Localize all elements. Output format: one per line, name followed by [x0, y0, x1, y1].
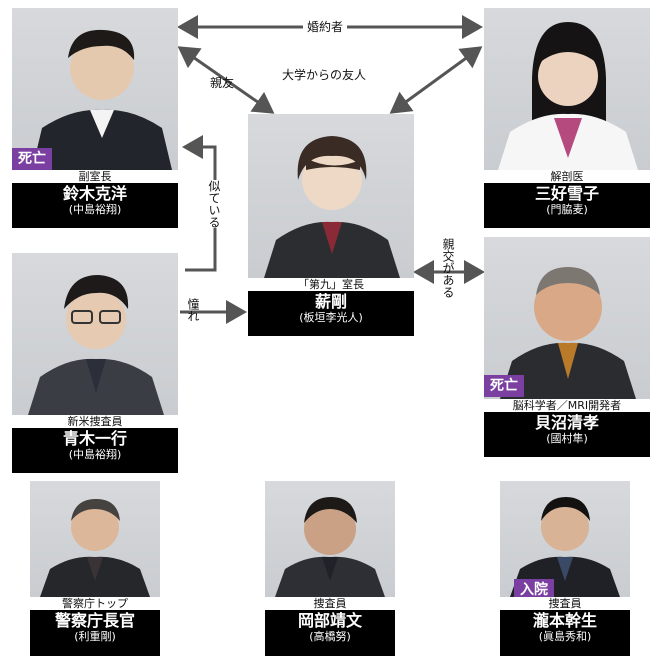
character-name: 三好雪子	[534, 184, 599, 203]
name-caption: 警察庁長官 (利重剛)	[30, 610, 160, 656]
status-badge: 入院	[514, 579, 554, 601]
role-label: 副室長	[12, 170, 178, 183]
person-card-takimoto: 入院 捜査員 瀧本幹生 (眞島秀和)	[500, 481, 630, 656]
portrait-photo	[484, 237, 650, 399]
name-caption: 鈴木克洋 (中島裕翔)	[12, 183, 178, 228]
label-best-friend: 親友	[210, 76, 235, 90]
actor-name: (高橋努)	[309, 630, 351, 643]
actor-name: (利重剛)	[74, 630, 116, 643]
name-caption: 青木一行 (中島裕翔)	[12, 428, 178, 473]
portrait-photo	[484, 8, 650, 170]
actor-name: (中島裕翔)	[68, 448, 122, 461]
person-card-miyoshi: 解剖医 三好雪子 (門脇麦)	[484, 8, 650, 228]
role-label: 警察庁トップ	[30, 597, 160, 610]
name-caption: 岡部靖文 (高橋努)	[265, 610, 395, 656]
name-caption: 三好雪子 (門脇麦)	[484, 183, 650, 228]
person-card-maki: 「第九」室長 薪剛 (板垣李光人)	[248, 114, 414, 336]
character-name: 鈴木克洋	[62, 184, 127, 203]
name-caption: 瀧本幹生 (眞島秀和)	[500, 610, 630, 656]
label-acquainted: 親交がある	[441, 238, 455, 298]
role-label: 捜査員	[500, 597, 630, 610]
character-name: 薪剛	[314, 292, 347, 311]
portrait-photo	[248, 114, 414, 278]
status-badge: 死亡	[484, 375, 524, 397]
person-card-chokan: 警察庁トップ 警察庁長官 (利重剛)	[30, 481, 160, 656]
character-name: 貝沼清孝	[534, 413, 599, 432]
label-fiance: 婚約者	[303, 20, 348, 34]
label-college-friend: 大学からの友人	[282, 68, 367, 82]
character-name: 岡部靖文	[297, 611, 362, 630]
label-admire: 憧れ	[186, 298, 200, 322]
name-caption: 薪剛 (板垣李光人)	[248, 291, 414, 336]
status-badge: 死亡	[12, 148, 52, 170]
actor-name: (國村隼)	[546, 432, 588, 445]
role-label: 脳科学者／MRI開発者	[484, 399, 650, 412]
label-resemble: 似ている	[207, 180, 221, 228]
arrow-college-friend	[389, 46, 483, 114]
person-card-okabe: 捜査員 岡部靖文 (高橋努)	[265, 481, 395, 656]
actor-name: (板垣李光人)	[299, 311, 363, 324]
portrait-photo	[265, 481, 395, 597]
character-name: 青木一行	[62, 429, 127, 448]
portrait-photo	[12, 8, 178, 170]
person-card-kainuma: 死亡 脳科学者／MRI開発者 貝沼清孝 (國村隼)	[484, 237, 650, 457]
name-caption: 貝沼清孝 (國村隼)	[484, 412, 650, 457]
character-name: 警察庁長官	[54, 611, 135, 630]
actor-name: (眞島秀和)	[538, 630, 592, 643]
role-label: 捜査員	[265, 597, 395, 610]
role-label: 新米捜査員	[12, 415, 178, 428]
actor-name: (門脇麦)	[546, 203, 588, 216]
character-name: 瀧本幹生	[532, 611, 597, 630]
role-label: 「第九」室長	[248, 278, 414, 291]
person-card-suzuki: 死亡 副室長 鈴木克洋 (中島裕翔)	[12, 8, 178, 228]
role-label: 解剖医	[484, 170, 650, 183]
portrait-photo	[12, 253, 178, 415]
person-card-aoki: 新米捜査員 青木一行 (中島裕翔)	[12, 253, 178, 473]
actor-name: (中島裕翔)	[68, 203, 122, 216]
portrait-photo	[30, 481, 160, 597]
arrow-best-friend	[177, 46, 275, 114]
